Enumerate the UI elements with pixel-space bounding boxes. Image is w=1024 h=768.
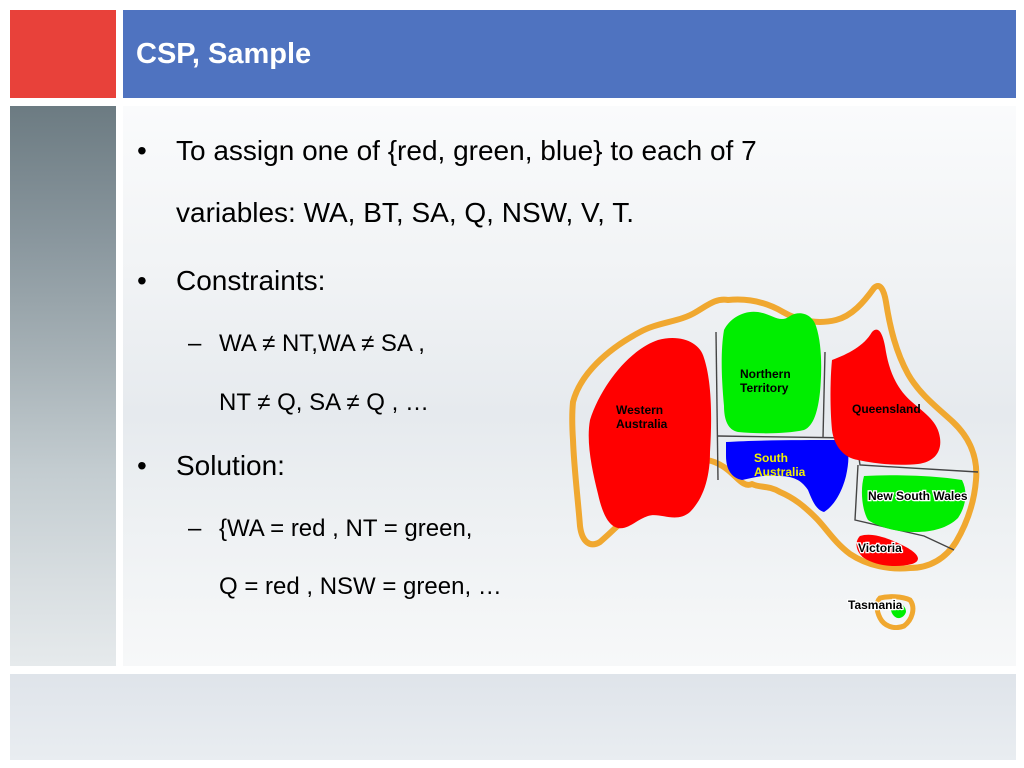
bullet-line: Solution:	[176, 450, 285, 481]
tasmania-outline	[874, 594, 916, 630]
constraint-dash: –	[188, 330, 202, 357]
bullet-line: variables: WA, BT, SA, Q, NSW, V, T.	[176, 197, 634, 228]
bullet-line: To assign one of {red, green, blue} to e…	[176, 135, 757, 166]
label-queensland: Queensland	[852, 402, 921, 416]
accent-block	[10, 10, 116, 98]
bullet-mark: •	[137, 265, 147, 296]
region-northern-territory[interactable]	[721, 311, 822, 434]
slide-title: CSP, Sample	[136, 38, 312, 70]
solution-dash: –	[188, 515, 202, 542]
region-victoria[interactable]	[856, 534, 918, 566]
region-tasmania[interactable]	[891, 602, 906, 619]
region-western-australia[interactable]	[588, 338, 712, 529]
title-bar: CSP, Sample	[123, 10, 1016, 98]
left-decor-strip	[10, 106, 116, 666]
region-new-south-wales[interactable]	[861, 475, 966, 532]
label-new-south-wales: New South Wales	[868, 489, 968, 503]
solution-line-2: Q = red , NSW = green, …	[219, 573, 502, 600]
bullet-line: Constraints:	[176, 265, 326, 296]
label-tasmania: Tasmania	[848, 598, 903, 612]
region-queensland[interactable]	[830, 329, 941, 465]
footer-bar	[10, 674, 1016, 760]
label-victoria: Victoria	[858, 541, 902, 555]
region-south-australia[interactable]	[726, 440, 849, 512]
bullet-mark: •	[137, 135, 147, 166]
bullet-mark: •	[137, 450, 147, 481]
constraint-line-1: WA ≠ NT,WA ≠ SA ,	[219, 330, 425, 357]
constraint-line-2: NT ≠ Q, SA ≠ Q , …	[219, 389, 429, 416]
solution-line-1: {WA = red , NT = green,	[219, 515, 473, 542]
